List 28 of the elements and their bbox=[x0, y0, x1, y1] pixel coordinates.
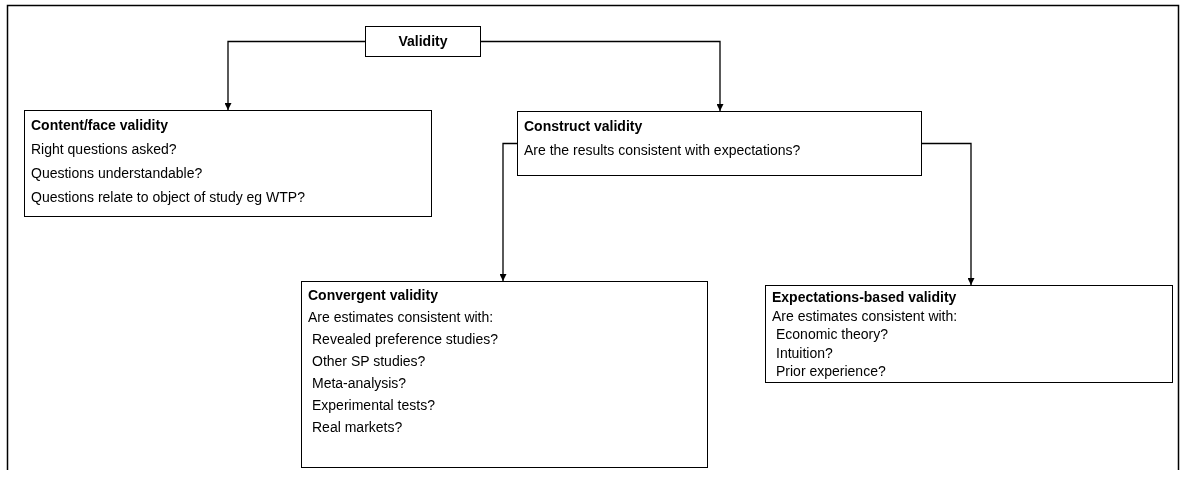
box-text: Questions relate to object of study eg WTP? bbox=[31, 188, 306, 207]
connector-arrow bbox=[480, 40, 724, 112]
text-box bbox=[24, 110, 432, 217]
box-text: Other SP studies? bbox=[311, 352, 427, 371]
text-box bbox=[765, 285, 1173, 383]
box-heading: Expectations-based validity bbox=[772, 288, 958, 307]
connector-arrow bbox=[499, 142, 518, 282]
text-box bbox=[365, 26, 481, 57]
box-heading: Content/face validity bbox=[31, 116, 169, 135]
box-text: Questions understandable? bbox=[31, 164, 204, 183]
box-heading: Convergent validity bbox=[308, 286, 439, 305]
box-text: Real markets? bbox=[311, 418, 404, 437]
box-text: Economic theory? bbox=[775, 325, 890, 344]
box-text: Revealed preference studies? bbox=[311, 330, 499, 349]
text-box bbox=[301, 281, 708, 468]
box-text: Experimental tests? bbox=[311, 396, 436, 415]
text-box bbox=[517, 111, 922, 176]
box-text: Meta-analysis? bbox=[311, 374, 408, 393]
box-text: Are the results consistent with expectations? bbox=[524, 141, 802, 160]
connector-arrow bbox=[224, 40, 366, 111]
box-text: Are estimates consistent with: bbox=[772, 306, 959, 325]
box-heading: Validity bbox=[397, 32, 449, 51]
box-text: Prior experience? bbox=[775, 362, 887, 381]
box-text: Right questions asked? bbox=[31, 140, 178, 159]
box-text: Intuition? bbox=[775, 343, 834, 362]
box-text: Are estimates consistent with: bbox=[308, 308, 495, 327]
box-heading: Construct validity bbox=[524, 117, 644, 136]
connector-arrow bbox=[921, 142, 975, 286]
